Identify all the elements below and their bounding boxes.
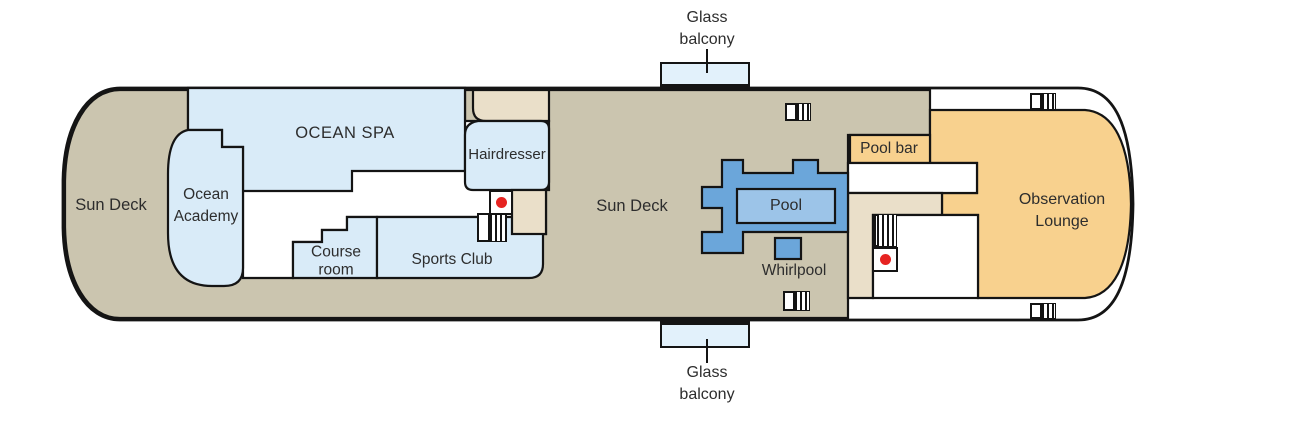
stairs-icon	[1030, 303, 1056, 319]
stairs-icon	[874, 214, 897, 247]
room-ocean-academy	[166, 128, 245, 288]
pool-basin	[735, 187, 837, 225]
glass-balcony-top	[660, 62, 750, 89]
label-glass-balcony-top: Glass balcony	[679, 9, 735, 48]
whirlpool-basin	[773, 236, 803, 261]
balcony-pointer-top	[706, 49, 708, 73]
room-course-room	[291, 215, 379, 280]
label-course-room: Course room	[311, 243, 361, 279]
label-whirlpool: Whirlpool	[761, 262, 827, 279]
label-pool-bar: Pool bar	[860, 140, 918, 157]
stairs-icon	[785, 103, 811, 121]
elevator-marker	[489, 190, 513, 215]
elevator-marker	[872, 247, 898, 272]
room-pool-bar	[848, 133, 932, 165]
label-sun-deck-left: Sun Deck	[75, 196, 147, 214]
balcony-pointer-bottom	[706, 339, 708, 363]
label-glass-balcony-bottom: Glass balcony	[679, 364, 735, 403]
glass-balcony-bottom	[660, 320, 750, 348]
label-ocean-academy: Ocean Academy	[173, 186, 239, 225]
elevator-red-dot-icon	[879, 254, 891, 265]
stairs-icon	[477, 213, 507, 242]
service-area-above-hairdresser	[471, 88, 551, 123]
stairs-icon	[1030, 93, 1056, 110]
label-pool: Pool	[769, 197, 803, 214]
label-sports-club: Sports Club	[411, 251, 493, 268]
stairs-icon	[783, 291, 810, 311]
corridor-right	[846, 161, 979, 195]
elevator-red-dot-icon	[495, 197, 507, 208]
label-sun-deck-middle: Sun Deck	[596, 197, 668, 215]
label-observation-lounge: Observation Lounge	[1018, 191, 1106, 230]
service-room-left	[510, 188, 548, 236]
label-hairdresser: Hairdresser	[468, 146, 546, 163]
label-ocean-spa: OCEAN SPA	[295, 124, 395, 142]
